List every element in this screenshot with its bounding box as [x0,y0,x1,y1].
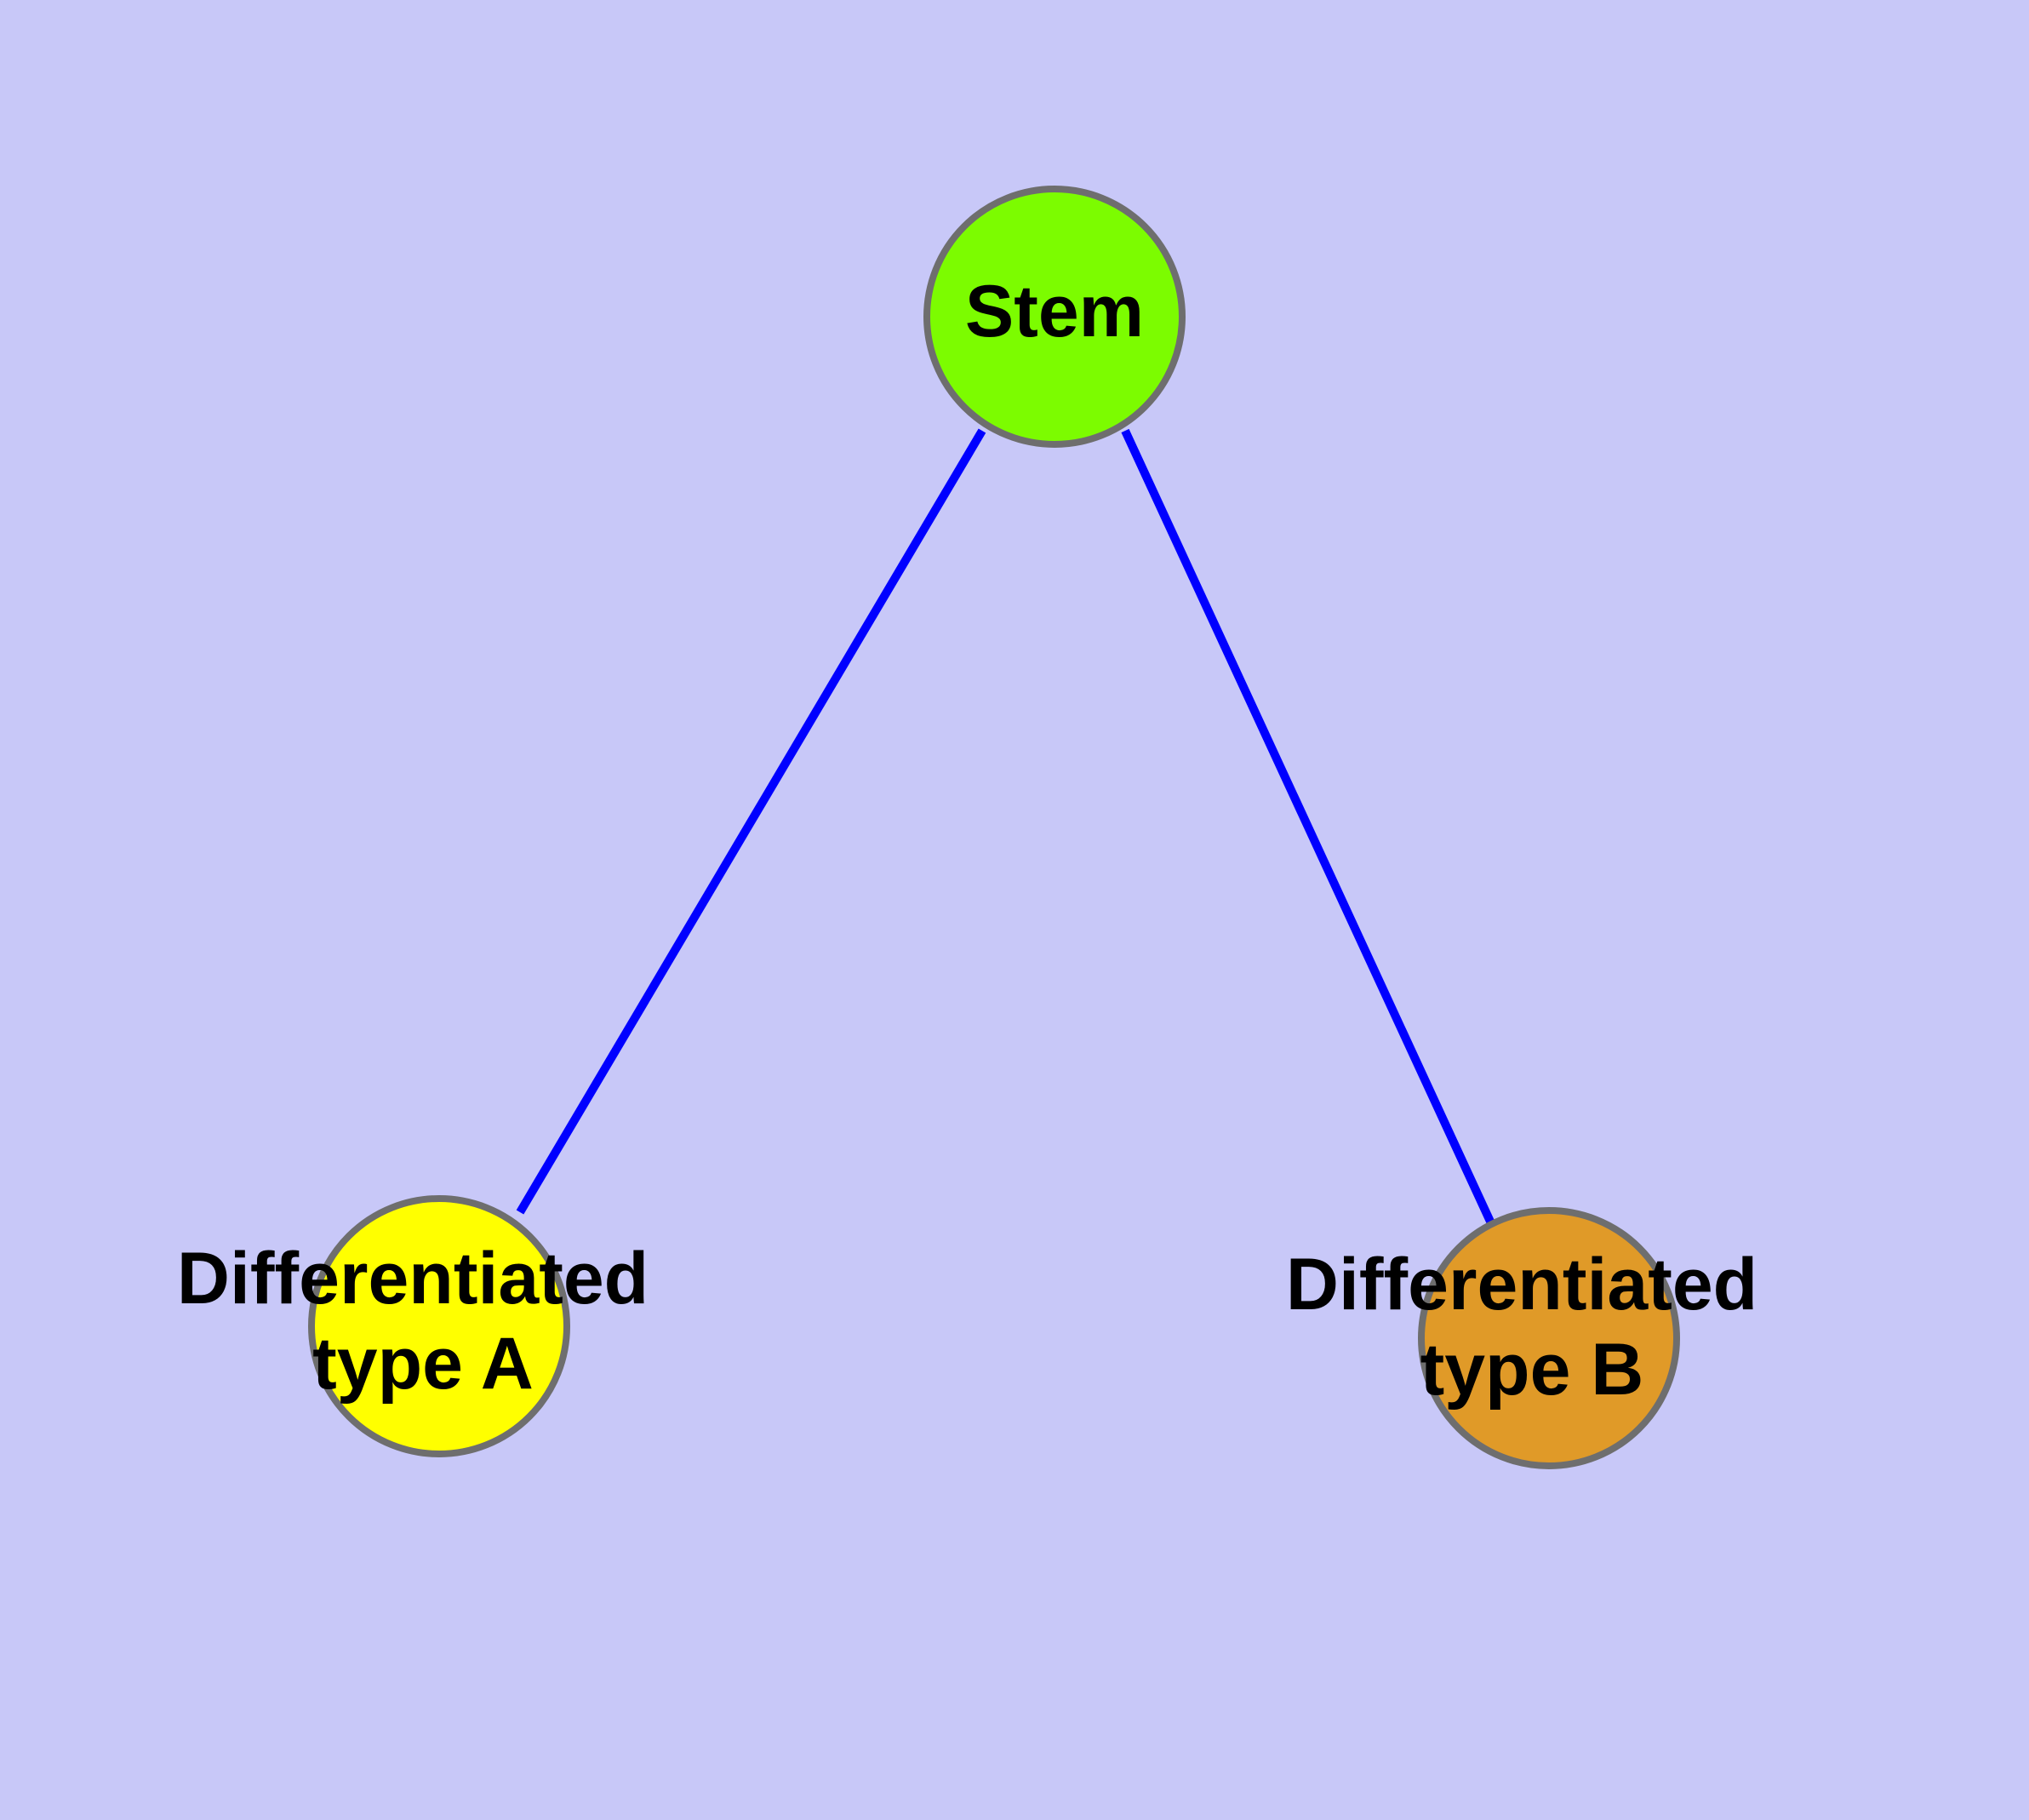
node-differentiated-type-b-label-line-1: Differentiated [1286,1244,1758,1325]
node-differentiated-type-a-label-line-2: type A [312,1323,534,1405]
node-differentiated-type-a[interactable]: Differentiated type A [177,1195,669,1457]
edge-stem-to-differentiated-type-a[interactable] [516,428,986,1215]
edge-stem-to-differentiated-type-b[interactable] [1121,428,1495,1226]
edges-layer [516,428,1495,1226]
node-differentiated-type-a-label: Differentiated type A [177,1238,669,1405]
node-differentiated-type-b-label: Differentiated type B [1286,1244,1778,1411]
node-differentiated-type-b[interactable]: Differentiated type B [1286,1207,1778,1469]
node-differentiated-type-b-circle[interactable] [1418,1207,1680,1469]
node-differentiated-type-a-circle[interactable] [308,1195,570,1457]
node-differentiated-type-b-label-line-2: type B [1420,1329,1644,1411]
node-stem-circle[interactable] [923,186,1186,448]
node-stem-label: Stem [965,271,1144,352]
node-stem-label-line-1: Stem [965,271,1144,352]
node-stem[interactable]: Stem [923,186,1186,448]
node-differentiated-type-a-label-line-1: Differentiated [177,1238,649,1319]
nodes-layer: Stem Differentiated type A Differentiate… [177,186,1778,1469]
